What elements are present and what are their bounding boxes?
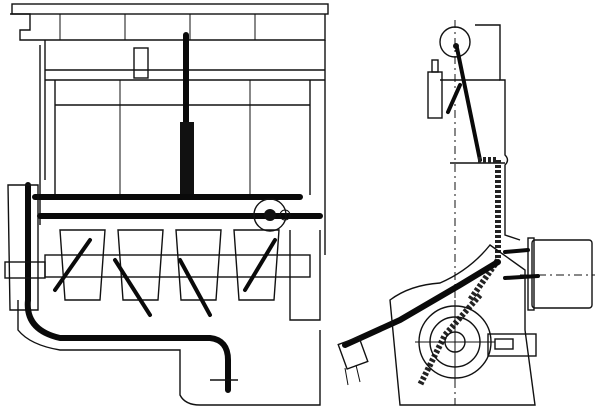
relief-valve <box>487 333 537 357</box>
crankshaft <box>44 229 321 321</box>
main-oil-gallery <box>25 32 323 303</box>
oil-filter-front <box>253 198 291 232</box>
pressure-sender <box>427 59 443 119</box>
oil-filter <box>503 237 595 311</box>
oil-feed-pipe <box>342 46 501 387</box>
engine-front-view <box>4 3 329 406</box>
oil-pan <box>17 297 321 406</box>
oil-pump <box>389 244 536 406</box>
drain-plug <box>337 336 369 386</box>
engine-side-view <box>337 20 595 406</box>
cylinder-head <box>10 3 329 79</box>
